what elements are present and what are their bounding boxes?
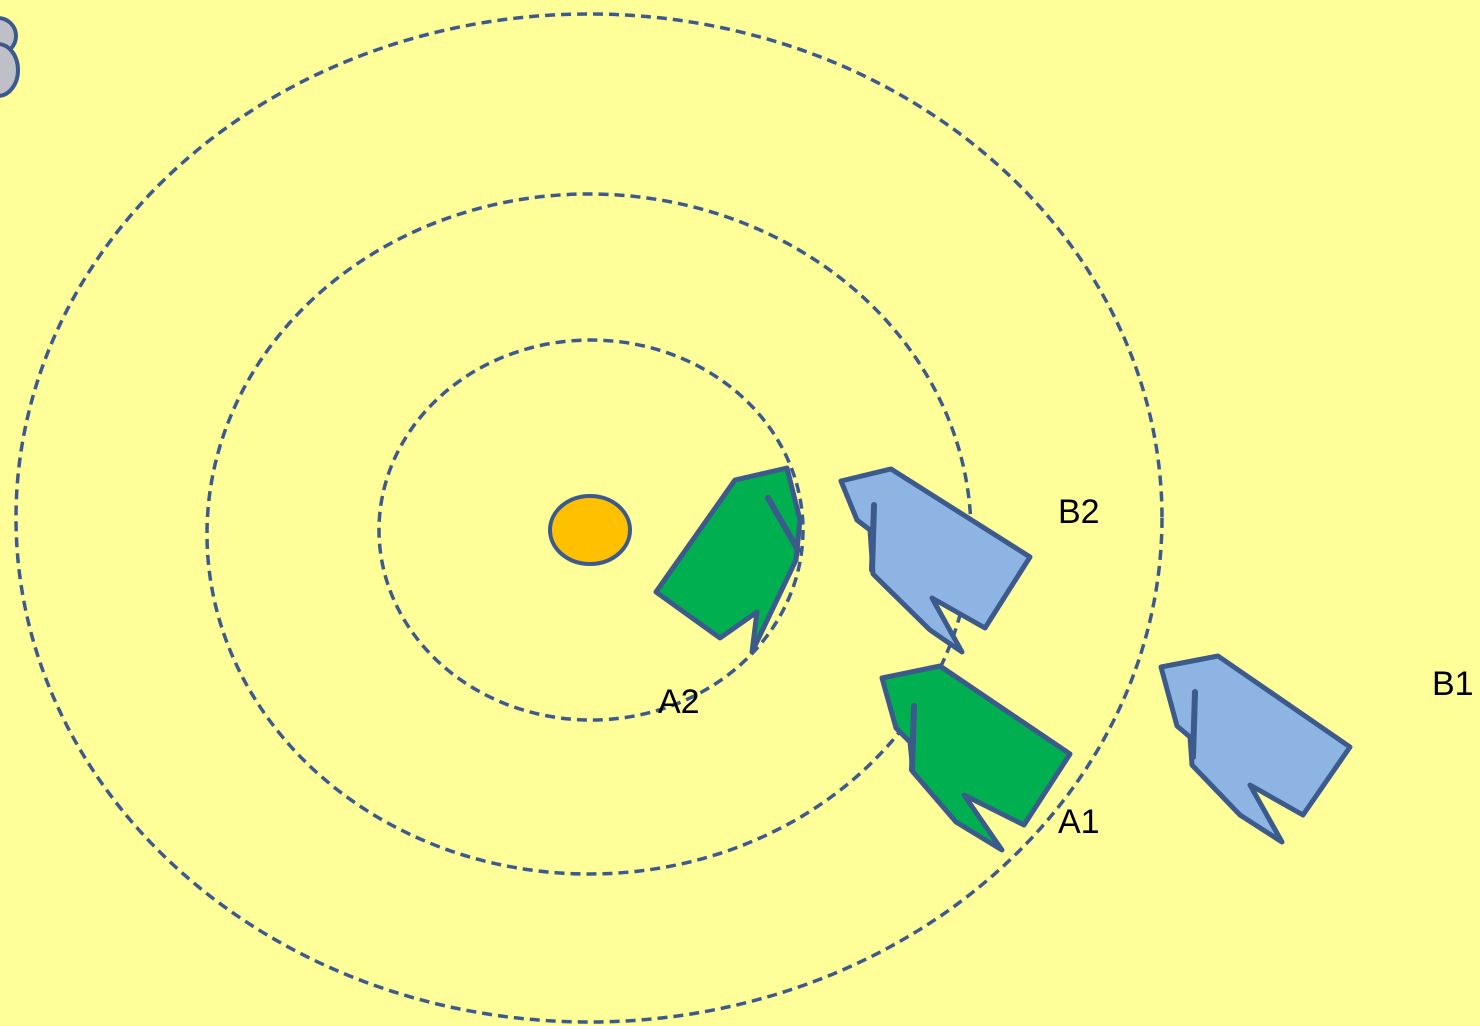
label-a1: A1 [1058, 803, 1100, 841]
label-b1: B1 [1432, 665, 1474, 703]
inner-orbit [377, 338, 805, 722]
green-shape-a1 [879, 663, 1073, 853]
blue-shape-b1 [1158, 653, 1353, 845]
label-b2: B2 [1058, 493, 1100, 531]
corner-cloud-icon [0, 16, 20, 98]
green-shape-a2 [653, 465, 803, 655]
central-body [548, 494, 632, 566]
blue-shape-b2 [838, 466, 1033, 655]
outer-orbit [14, 12, 1164, 1024]
label-a2: A2 [658, 683, 700, 721]
